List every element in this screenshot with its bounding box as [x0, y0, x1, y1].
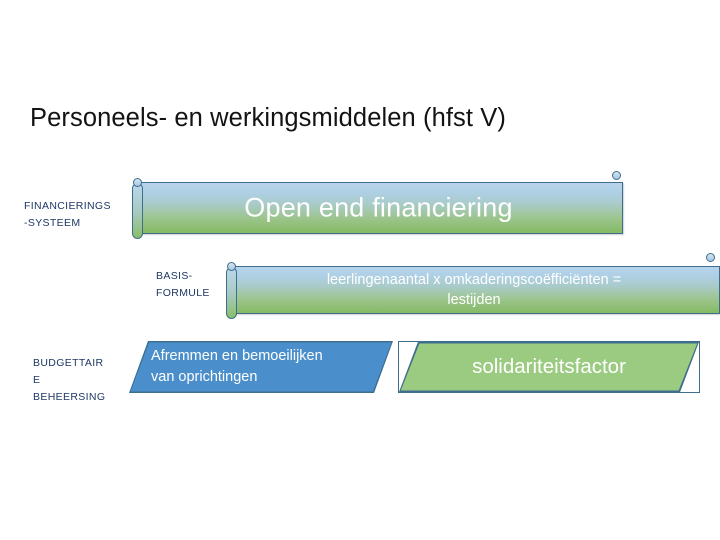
shape-afremmen-label: Afremmen en bemoeilijken van oprichtinge…	[151, 346, 377, 388]
stage-label-financieringssysteem-line1: FINANCIERINGS	[24, 200, 111, 212]
pin-knob-icon-basisformule-right	[706, 253, 715, 262]
stage-label-budgettaire-beheersing: BUDGETTAIR E BEHEERSING	[33, 355, 133, 406]
bracket-handle-icon-open-end	[132, 183, 143, 239]
shape-basisformule-label-line1: leerlingenaantal x omkaderingscoëfficiën…	[326, 272, 622, 288]
shape-open-end-financiering[interactable]: Open end financiering	[134, 182, 623, 234]
shape-afremmen-label-line1: Afremmen en bemoeilijken	[151, 348, 323, 364]
stage-label-basisformule-line2: FORMULE	[156, 287, 210, 299]
stage-label-basisformule: BASIS- FORMULE	[156, 268, 226, 302]
stage-label-financieringssysteem-line2: -SYSTEEM	[24, 217, 81, 229]
stage-label-budgettaire-beheersing-line3: BEHEERSING	[33, 391, 106, 403]
stage-label-budgettaire-beheersing-line2: E	[33, 374, 41, 386]
shape-basisformule[interactable]: leerlingenaantal x omkaderingscoëfficiën…	[228, 266, 720, 314]
pin-knob-icon-open-end-right	[612, 171, 621, 180]
stage-label-budgettaire-beheersing-line1: BUDGETTAIR	[33, 357, 104, 369]
shape-solidariteitsfactor[interactable]: solidariteitsfactor	[398, 341, 700, 393]
shape-solidariteitsfactor-fill	[400, 343, 698, 391]
stage-label-financieringssysteem: FINANCIERINGS -SYSTEEM	[24, 198, 136, 232]
pin-knob-icon-open-end-left	[133, 178, 142, 187]
stage-label-basisformule-line1: BASIS-	[156, 270, 193, 282]
shape-afremmen-en-bemoeilijken[interactable]: Afremmen en bemoeilijken van oprichtinge…	[129, 341, 393, 393]
page-title: Personeels- en werkingsmiddelen (hfst V)	[30, 104, 506, 132]
shape-afremmen-label-line2: van oprichtingen	[151, 369, 258, 385]
bracket-handle-icon-basisformule	[226, 267, 237, 319]
shape-solidariteitsfactor-label: solidariteitsfactor	[472, 355, 626, 378]
shape-afremmen-fill	[130, 342, 392, 392]
pin-knob-icon-basisformule-left	[227, 262, 236, 271]
shape-basisformule-label-line2: lestijden	[447, 292, 501, 308]
shape-basisformule-label: leerlingenaantal x omkaderingscoëfficiën…	[229, 270, 719, 310]
shape-open-end-financiering-label: Open end financiering	[244, 192, 513, 223]
